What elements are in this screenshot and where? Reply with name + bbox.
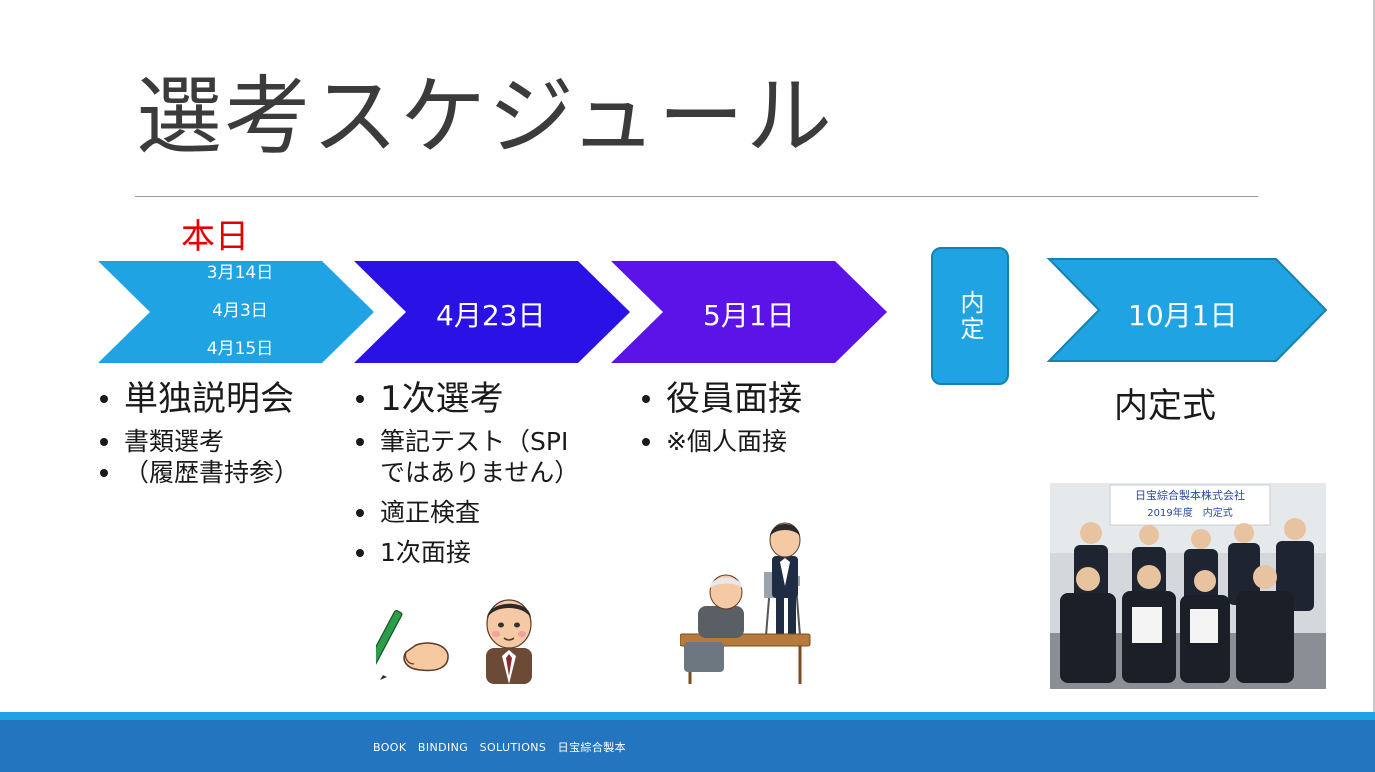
chevron-first-selection [354,261,630,363]
ceremony-heading: 内定式 [1114,386,1216,426]
footer-accent-band [0,712,1375,720]
photo-banner-line1: 日宝綜合製本株式会社 [1135,488,1245,502]
executive-interview-date: 5月1日 [703,299,795,332]
first-selection-item-written-test: 筆記テスト（SPI [354,426,579,457]
seminar-date-2: 4月3日 [212,301,268,321]
chevron-seminar [98,261,374,363]
first-selection-date: 4月23日 [436,299,546,332]
footer-text: BOOK BINDING SOLUTIONS 日宝綜合製本 [373,741,627,754]
seminar-date-3: 4月15日 [206,339,274,359]
chevron-ceremony [1046,258,1328,362]
page-title: 選考スケジュール [136,67,834,167]
seminar-date-1: 3月14日 [206,263,274,283]
seminar-item-resume-text: （履歴書持参） [124,458,300,487]
today-label: 本日 [181,217,249,257]
seminar-item-documents: 書類選考 [98,426,299,457]
first-selection-item-aptitude: 適正検査 [354,497,579,528]
title-divider [135,196,1258,197]
offer-label: 内定 [956,290,984,342]
photo-banner-line2: 2019年度 内定式 [1147,506,1232,519]
first-selection-item-interview: 1次面接 [354,537,579,568]
first-selection-item-written-test-cont-text: ではありません） [380,458,580,487]
seminar-item-resume: （履歴書持参） [98,457,299,488]
seminar-list: 単独説明会 書類選考 （履歴書持参） [98,378,299,497]
businessman-icon [486,599,532,684]
first-selection-item-written-test-cont: ではありません） [354,457,579,488]
group-photo-icon: 日宝綜合製本株式会社 2019年度 内定式 [1050,483,1326,689]
first-selection-heading: 1次選考 [354,378,579,420]
ceremony-date: 10月1日 [1128,299,1238,332]
executive-interview-item-individual: ※個人面接 [640,426,802,457]
chevron-executive-interview [611,261,887,363]
executive-interview-list: 役員面接 ※個人面接 [640,378,802,466]
executive-interview-heading: 役員面接 [640,378,802,420]
writing-hand-icon [376,609,449,680]
slide-edge [1373,0,1375,772]
seminar-dates: 3月14日 4月3日 4月15日 [180,262,300,376]
footer-bar [0,720,1375,772]
first-selection-list: 1次選考 筆記テスト（SPI ではありません） 適正検査 1次面接 [354,378,579,577]
offer-box: 内定 [931,247,1009,385]
seminar-heading: 単独説明会 [98,378,299,420]
interview-icon [680,522,811,684]
